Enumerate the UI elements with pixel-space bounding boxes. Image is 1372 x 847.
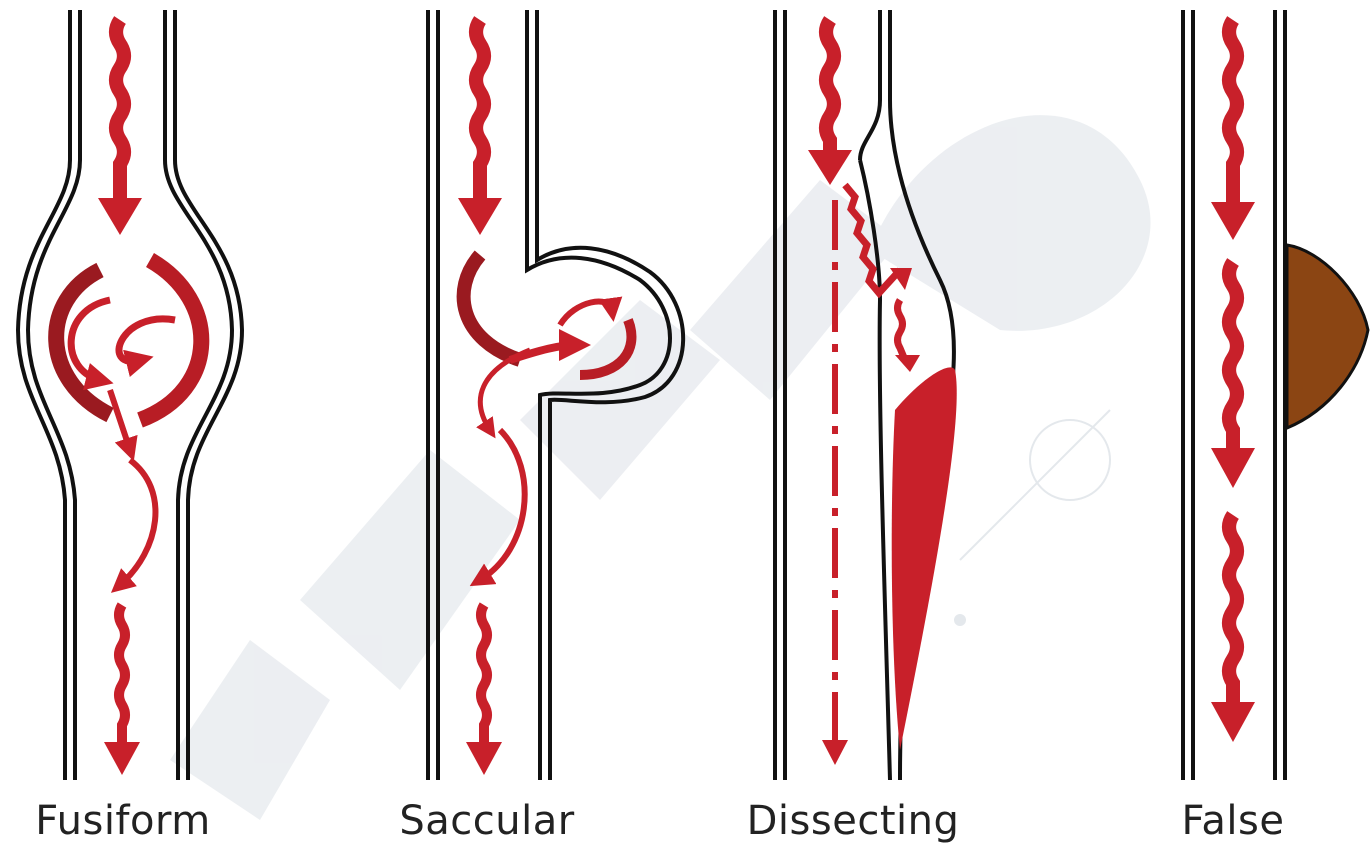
caption-fusiform: Fusiform xyxy=(35,798,210,844)
saccular-vessel xyxy=(428,10,683,780)
saccular-flow-arrows xyxy=(458,20,631,775)
caption-saccular: Saccular xyxy=(399,798,574,844)
dissecting-flow-arrows xyxy=(808,20,957,765)
false-flow-arrows xyxy=(1211,20,1255,742)
caption-false: False xyxy=(1182,798,1285,844)
fusiform-vessel xyxy=(18,10,242,780)
false-clot xyxy=(1287,245,1368,428)
caption-dissecting: Dissecting xyxy=(747,798,960,844)
